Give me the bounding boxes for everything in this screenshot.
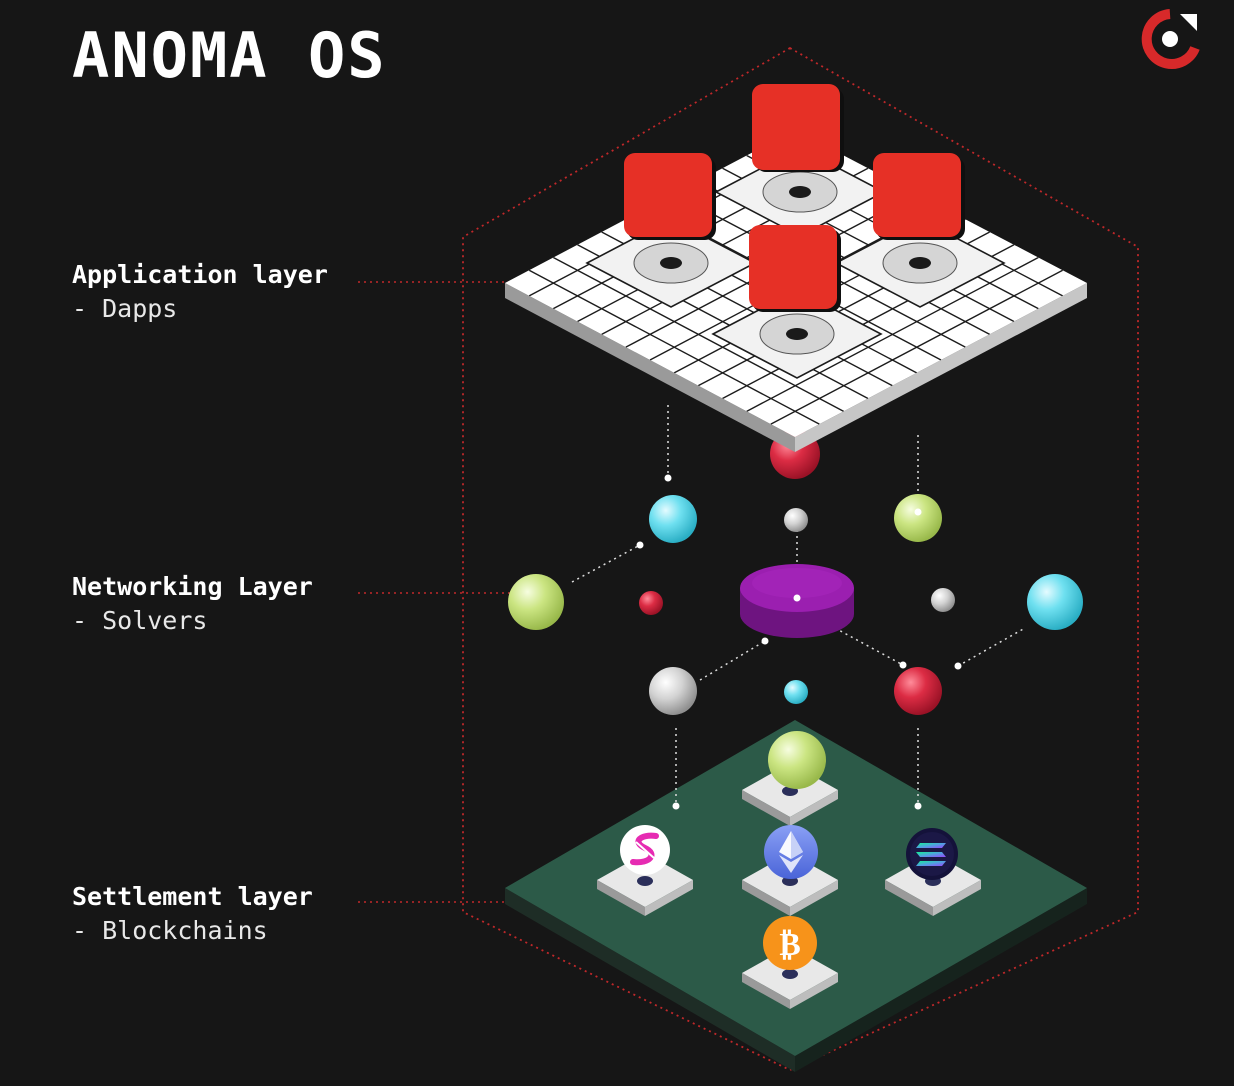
- settlement-layer-label: Settlement layer - Blockchains: [72, 880, 313, 948]
- settlement-layer-name: Settlement layer: [72, 882, 313, 911]
- solana-icon: [906, 828, 958, 880]
- red-orb-large: [894, 667, 942, 715]
- board-grid-line: [770, 269, 1063, 425]
- cyan-orb-1: [649, 495, 697, 543]
- cyan-orb-2: [1027, 574, 1083, 630]
- dapp-tile-left: [624, 153, 716, 240]
- pedestal-bottom: [742, 946, 838, 1009]
- application-layer-name: Application layer: [72, 260, 328, 289]
- bitcoin-icon: ₿: [763, 916, 817, 970]
- page-title: ANOMA OS: [72, 19, 387, 92]
- gray-orb-small-1: [784, 508, 808, 532]
- pedestal-center: [742, 853, 838, 916]
- application-layer-desc: - Dapps: [72, 294, 178, 323]
- dapp-tile-right: [873, 153, 965, 240]
- settlement-layer-desc: - Blockchains: [72, 916, 268, 945]
- dapp-tile-bottom: [749, 225, 841, 312]
- cyan-orb-small: [784, 680, 808, 704]
- red-orb-small: [639, 591, 663, 615]
- gray-orb-small-2: [931, 588, 955, 612]
- networking-layer-desc: - Solvers: [72, 606, 208, 635]
- settlement-connectors: [675, 728, 919, 806]
- socket-discs: [633, 171, 958, 355]
- solver-disc: [740, 564, 854, 638]
- bitcoin-icon-glyph: ₿: [779, 925, 800, 963]
- networking-layer-label: Networking Layer - Solvers: [72, 570, 313, 638]
- lime-orb-settlement: [768, 731, 826, 789]
- networking-connectors: [571, 405, 1026, 681]
- ethereum-icon: [764, 825, 818, 879]
- pedestal-right: [885, 853, 981, 916]
- lime-orb-1: [894, 494, 942, 542]
- anoma-logo: [1141, 9, 1200, 69]
- networking-layer-name: Networking Layer: [72, 572, 313, 601]
- polygon-style-chain-icon: [620, 825, 670, 875]
- gray-orb-large: [649, 667, 697, 715]
- lime-orb-2: [508, 574, 564, 630]
- pedestal-left: [597, 853, 693, 916]
- application-layer-label: Application layer - Dapps: [72, 258, 328, 326]
- board-grid-line: [746, 256, 1039, 412]
- dapp-tile-top: [752, 84, 844, 172]
